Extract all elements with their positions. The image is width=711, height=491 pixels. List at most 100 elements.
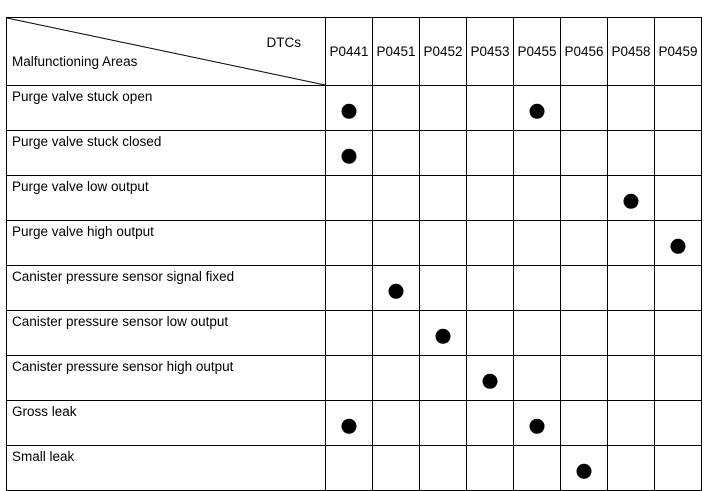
dtc-cell [372,85,420,131]
dtc-cell [513,310,561,356]
dtc-cell [419,445,467,491]
dtc-cell [466,400,514,446]
dtc-cell [466,85,514,131]
dtc-cell [607,130,655,176]
dtc-cell [513,445,561,491]
dtc-cell [466,265,514,311]
malfunction-area-label: Canister pressure sensor high output [6,355,326,401]
dtc-cell [654,175,702,221]
dtc-code-header: P0456 [560,17,608,86]
table-row: Canister pressure sensor low output [6,310,702,356]
dtc-cell [372,130,420,176]
malfunction-area-label: Canister pressure sensor low output [6,310,326,356]
table-row: Canister pressure sensor high output [6,355,702,401]
dtc-cell [372,400,420,446]
table-row: Purge valve stuck closed [6,130,702,176]
dtc-code-header: P0459 [654,17,702,86]
dtc-cell [325,265,373,311]
malfunction-area-label: Gross leak [6,400,326,446]
filled-circle-icon [435,328,451,344]
dtc-code-header: P0458 [607,17,655,86]
malfunction-area-label: Canister pressure sensor signal fixed [6,265,326,311]
table-row: Purge valve low output [6,175,702,221]
dtc-cell [560,175,608,221]
filled-circle-icon [388,283,404,299]
dtc-cell [513,265,561,311]
filled-circle-icon [341,103,357,119]
dtc-cell [560,265,608,311]
table-row: Purge valve high output [6,220,702,266]
dtc-cell [607,175,655,221]
dtc-cell [325,130,373,176]
dtc-cell [419,355,467,401]
dtc-cell [513,175,561,221]
dtc-cell [560,355,608,401]
dtc-cell [654,400,702,446]
dtc-cell [466,445,514,491]
dtc-cell [372,175,420,221]
malfunction-area-label: Purge valve high output [6,220,326,266]
dtc-cell [372,265,420,311]
dtc-code-header: P0452 [419,17,467,86]
dtc-cell [654,310,702,356]
dtc-code-header: P0453 [466,17,514,86]
dtcs-header-label: DTCs [266,35,302,50]
dtc-cell [560,310,608,356]
table-row: Purge valve stuck open [6,85,702,131]
malfunction-area-label: Purge valve stuck open [6,85,326,131]
dtc-cell [654,85,702,131]
dtc-cell [372,220,420,266]
dtc-cell [607,220,655,266]
dtc-cell [325,85,373,131]
dtc-cell [419,310,467,356]
dtc-cell [513,355,561,401]
filled-circle-icon [529,418,545,434]
dtc-cell [607,85,655,131]
dtc-cell [419,130,467,176]
dtc-cell [419,265,467,311]
dtc-cell [654,220,702,266]
dtc-cell [560,130,608,176]
dtc-cell [560,400,608,446]
dtc-cell [372,310,420,356]
filled-circle-icon [482,373,498,389]
malfunction-area-label: Purge valve stuck closed [6,130,326,176]
dtc-code-header: P0451 [372,17,420,86]
filled-circle-icon [341,418,357,434]
dtc-cell [466,355,514,401]
dtc-cell [325,220,373,266]
dtc-cell [419,400,467,446]
dtc-cell [607,265,655,311]
dtc-cell [513,400,561,446]
dtc-cell [325,400,373,446]
table-row: Gross leak [6,400,702,446]
dtc-cell [325,355,373,401]
dtc-cell [513,220,561,266]
dtc-cell [654,445,702,491]
dtc-cell [372,355,420,401]
diagonal-divider [7,18,325,85]
dtc-cell [560,445,608,491]
dtc-cell [466,310,514,356]
dtc-cell [466,175,514,221]
dtc-code-header: P0455 [513,17,561,86]
dtc-cell [419,175,467,221]
dtc-cell [607,445,655,491]
table-row: Canister pressure sensor signal fixed [6,265,702,311]
dtc-cell [419,85,467,131]
dtc-cell [607,355,655,401]
table-row: Small leak [6,445,702,491]
dtc-cell [466,130,514,176]
dtc-cell [419,220,467,266]
dtc-cell [560,85,608,131]
filled-circle-icon [623,193,639,209]
dtc-cell [513,85,561,131]
dtc-code-header: P0441 [325,17,373,86]
dtc-cell [372,445,420,491]
filled-circle-icon [576,463,592,479]
header-corner-cell: DTCs Malfunctioning Areas [6,17,326,86]
dtc-cell [466,220,514,266]
